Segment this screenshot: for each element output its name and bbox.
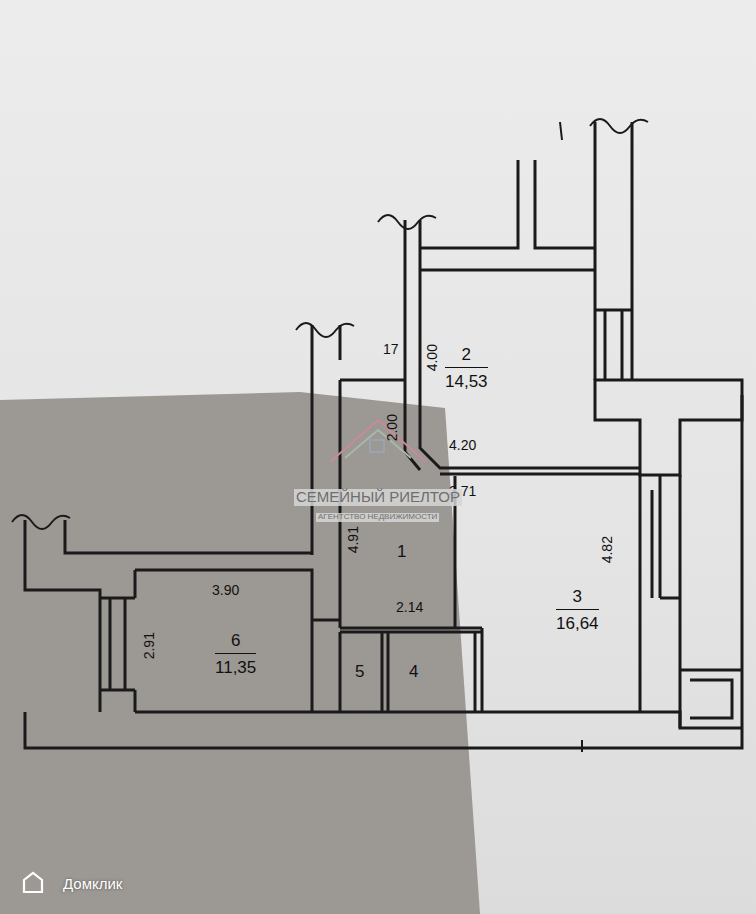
- room-area: 611,35: [211, 629, 260, 680]
- room-number: 5: [355, 662, 364, 682]
- room-number: 4: [409, 662, 418, 682]
- room-area: 1: [393, 540, 410, 564]
- break-marks: [12, 119, 648, 752]
- watermark-logo: [330, 420, 426, 462]
- room-number: 6: [215, 631, 256, 654]
- dimension-label: 4.00: [425, 342, 440, 373]
- room-area-value: 14,53: [445, 372, 488, 392]
- dimension-label: 4.20: [447, 438, 478, 453]
- dimension-label: 2.00: [385, 412, 400, 443]
- room-number: 1: [397, 542, 406, 562]
- room-area-value: 11,35: [215, 658, 256, 678]
- dimension-label: 4.91: [346, 524, 361, 555]
- dimension-label: 2.14: [394, 600, 425, 615]
- room-area-value: 16,64: [556, 614, 599, 634]
- dimension-label: 3.90: [210, 583, 241, 598]
- watermark: АГЕНТСТВО НЕДВИЖИМОСТИ: [316, 513, 439, 522]
- room-number: 3: [556, 587, 599, 610]
- dimension-label: 17: [381, 342, 401, 357]
- domclick-logo: [24, 873, 42, 892]
- dimension-label: 4.82: [600, 534, 615, 565]
- room-area: 4: [405, 660, 422, 684]
- site-logo-text: Домклик: [61, 876, 124, 893]
- room-area: 316,64: [552, 585, 603, 636]
- photo-shadow: [0, 392, 480, 914]
- walls: [25, 122, 742, 748]
- room-area: 214,53: [441, 343, 492, 394]
- watermark: СЕМЕЙНЫЙ РИЕЛТОР: [294, 489, 462, 506]
- room-area: 5: [351, 660, 368, 684]
- dimension-label: 2.91: [142, 630, 157, 661]
- room-number: 2: [445, 345, 488, 368]
